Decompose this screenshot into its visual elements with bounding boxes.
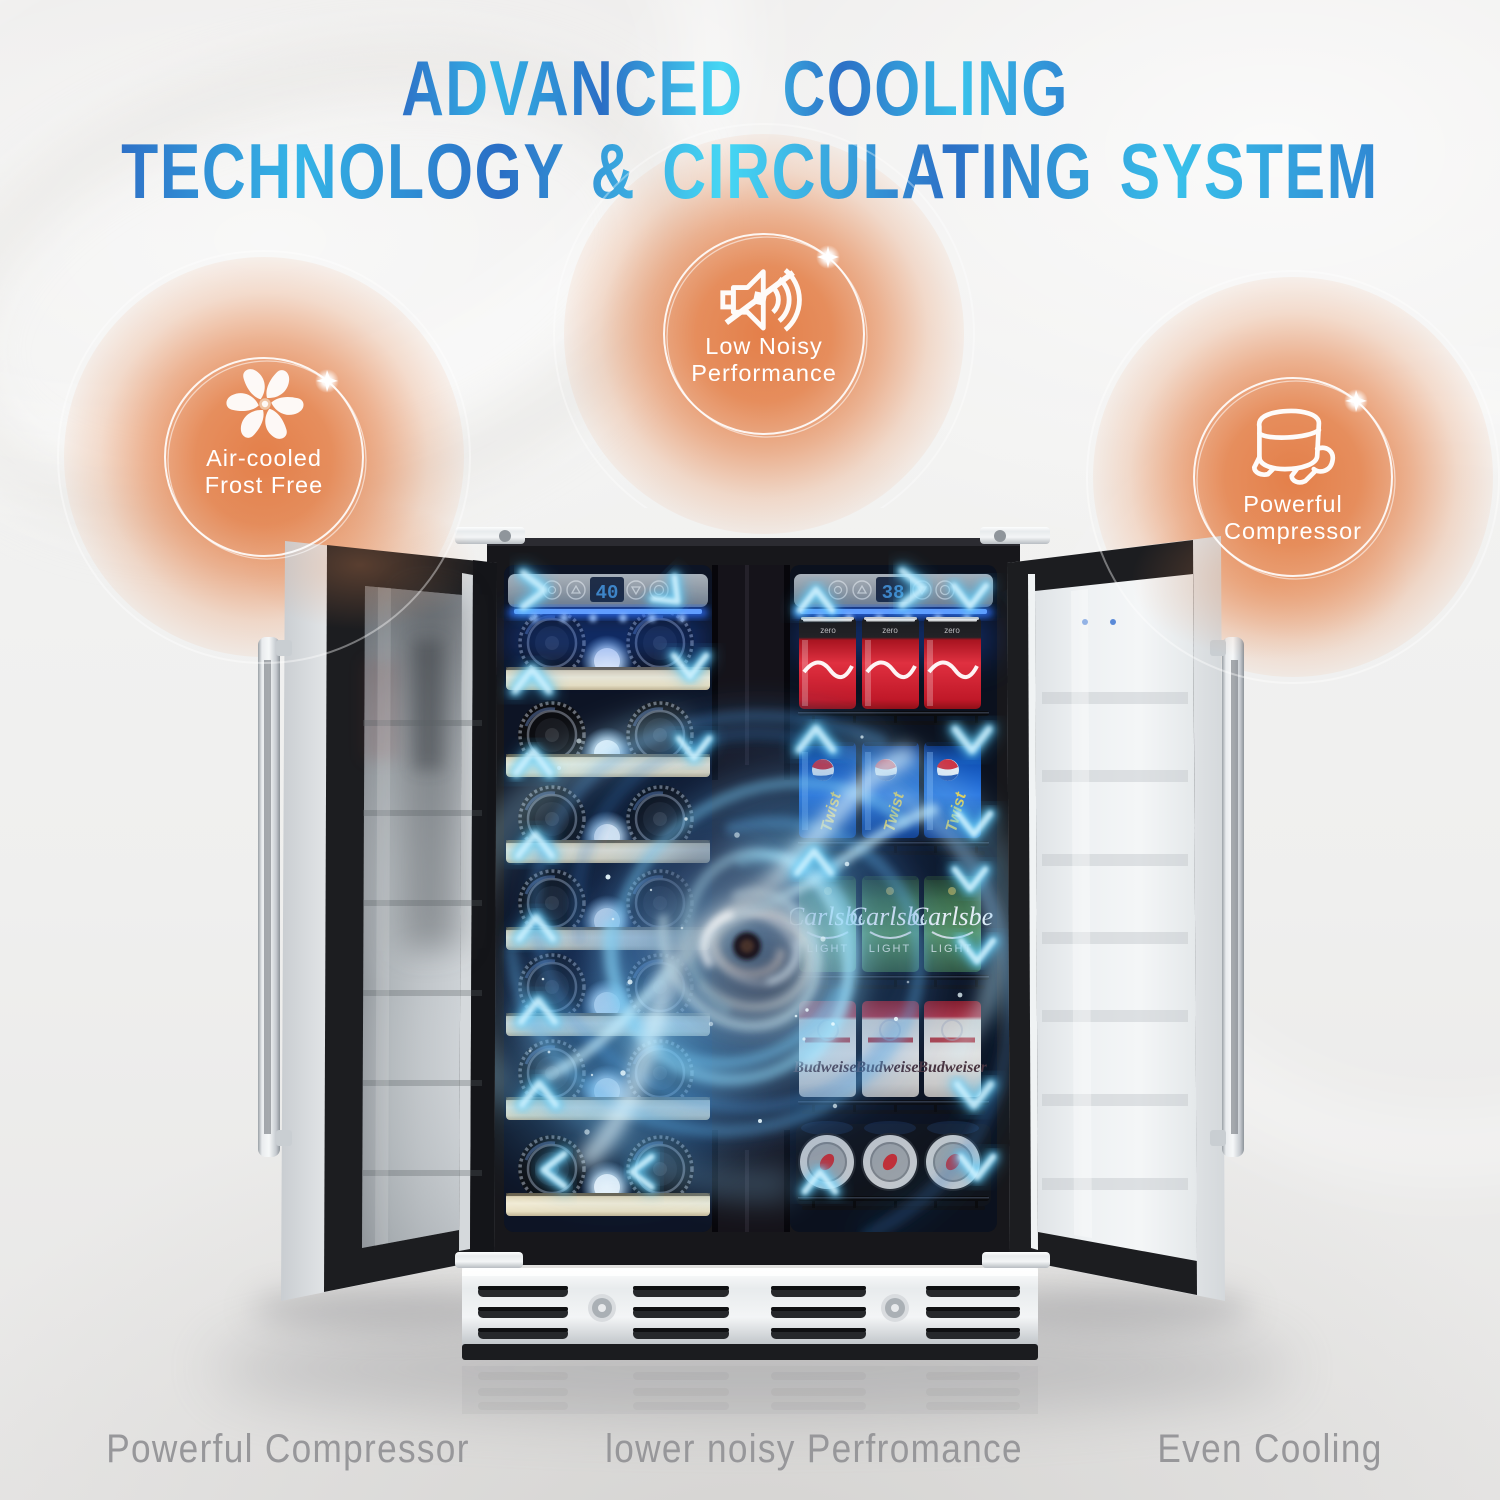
svg-text:Frost Free: Frost Free	[205, 472, 323, 498]
svg-text:Low Noisy: Low Noisy	[705, 333, 822, 359]
svg-text:Powerful: Powerful	[1243, 491, 1342, 517]
svg-text:Air-cooled: Air-cooled	[206, 445, 322, 471]
svg-text:Performance: Performance	[691, 360, 837, 386]
svg-text:Compressor: Compressor	[1224, 518, 1362, 544]
svg-text:zero: zero	[944, 626, 960, 635]
svg-text:zero: zero	[882, 626, 898, 635]
svg-text:40: 40	[596, 582, 619, 604]
svg-text:zero: zero	[820, 626, 836, 635]
